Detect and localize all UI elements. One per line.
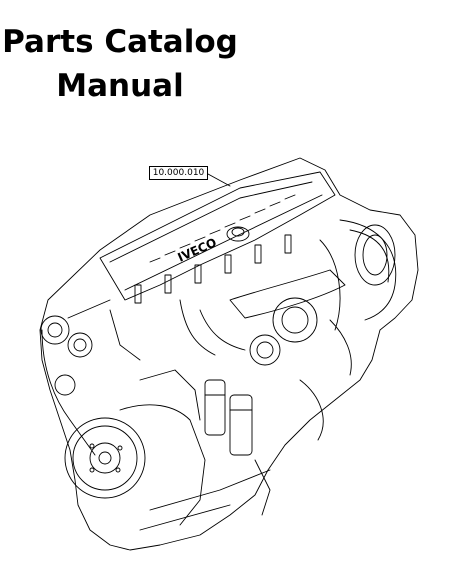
callout-leader-line	[207, 173, 231, 187]
title-line-1: Parts Catalog	[2, 24, 238, 60]
oil-filler-cap	[226, 226, 250, 242]
engine-block-outline	[39, 157, 419, 551]
title-line-2: Manual	[56, 68, 184, 104]
idler-pulley	[40, 315, 70, 345]
turbocharger	[272, 297, 318, 343]
oil-filter	[204, 379, 226, 436]
crankshaft-damper	[64, 417, 146, 499]
injector-row	[134, 234, 292, 304]
drive-belt	[41, 329, 96, 456]
part-callout-label: 10.000.010	[149, 166, 208, 180]
valve-cover-ribs	[149, 194, 296, 263]
intake-pipe	[339, 219, 397, 321]
valve-cover	[99, 171, 336, 301]
fuel-filter	[229, 394, 253, 456]
exhaust-manifold	[229, 269, 346, 319]
page-title: Parts Catalog Manual	[0, 20, 240, 108]
